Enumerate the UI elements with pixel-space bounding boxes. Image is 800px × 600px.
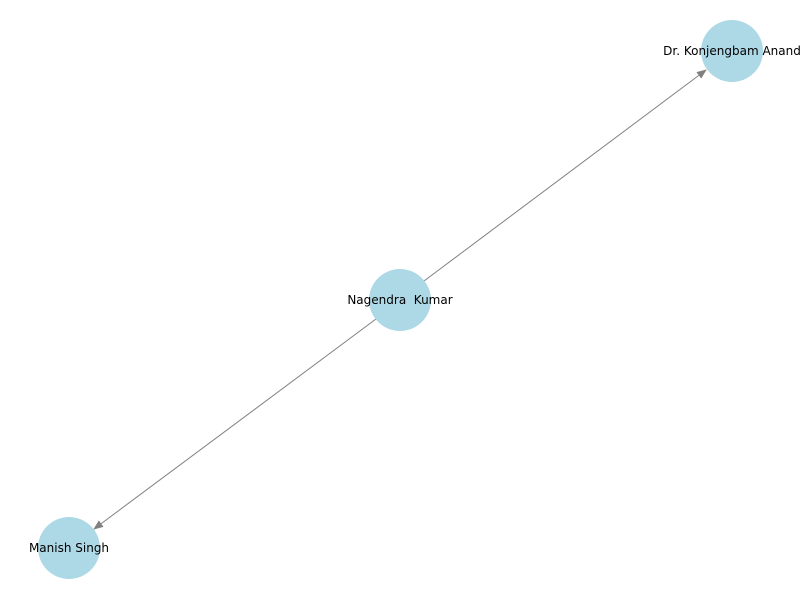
node-center[interactable]: Nagendra Kumar: [347, 269, 453, 331]
node-bottom-label: Manish Singh: [29, 541, 109, 555]
edges-group: [93, 69, 707, 530]
edge-center-to-top: [423, 69, 707, 282]
node-top-label: Dr. Konjengbam Anand: [663, 44, 800, 58]
nodes-group: Nagendra Kumar Dr. Konjengbam Anand Mani…: [29, 20, 800, 579]
node-top-circle[interactable]: [701, 20, 763, 82]
node-top[interactable]: Dr. Konjengbam Anand: [663, 20, 800, 82]
node-center-label: Nagendra Kumar: [347, 293, 452, 307]
node-center-circle[interactable]: [369, 269, 431, 331]
node-bottom-circle[interactable]: [38, 517, 100, 579]
edge-center-to-bottom: [93, 318, 377, 530]
node-bottom[interactable]: Manish Singh: [29, 517, 109, 579]
